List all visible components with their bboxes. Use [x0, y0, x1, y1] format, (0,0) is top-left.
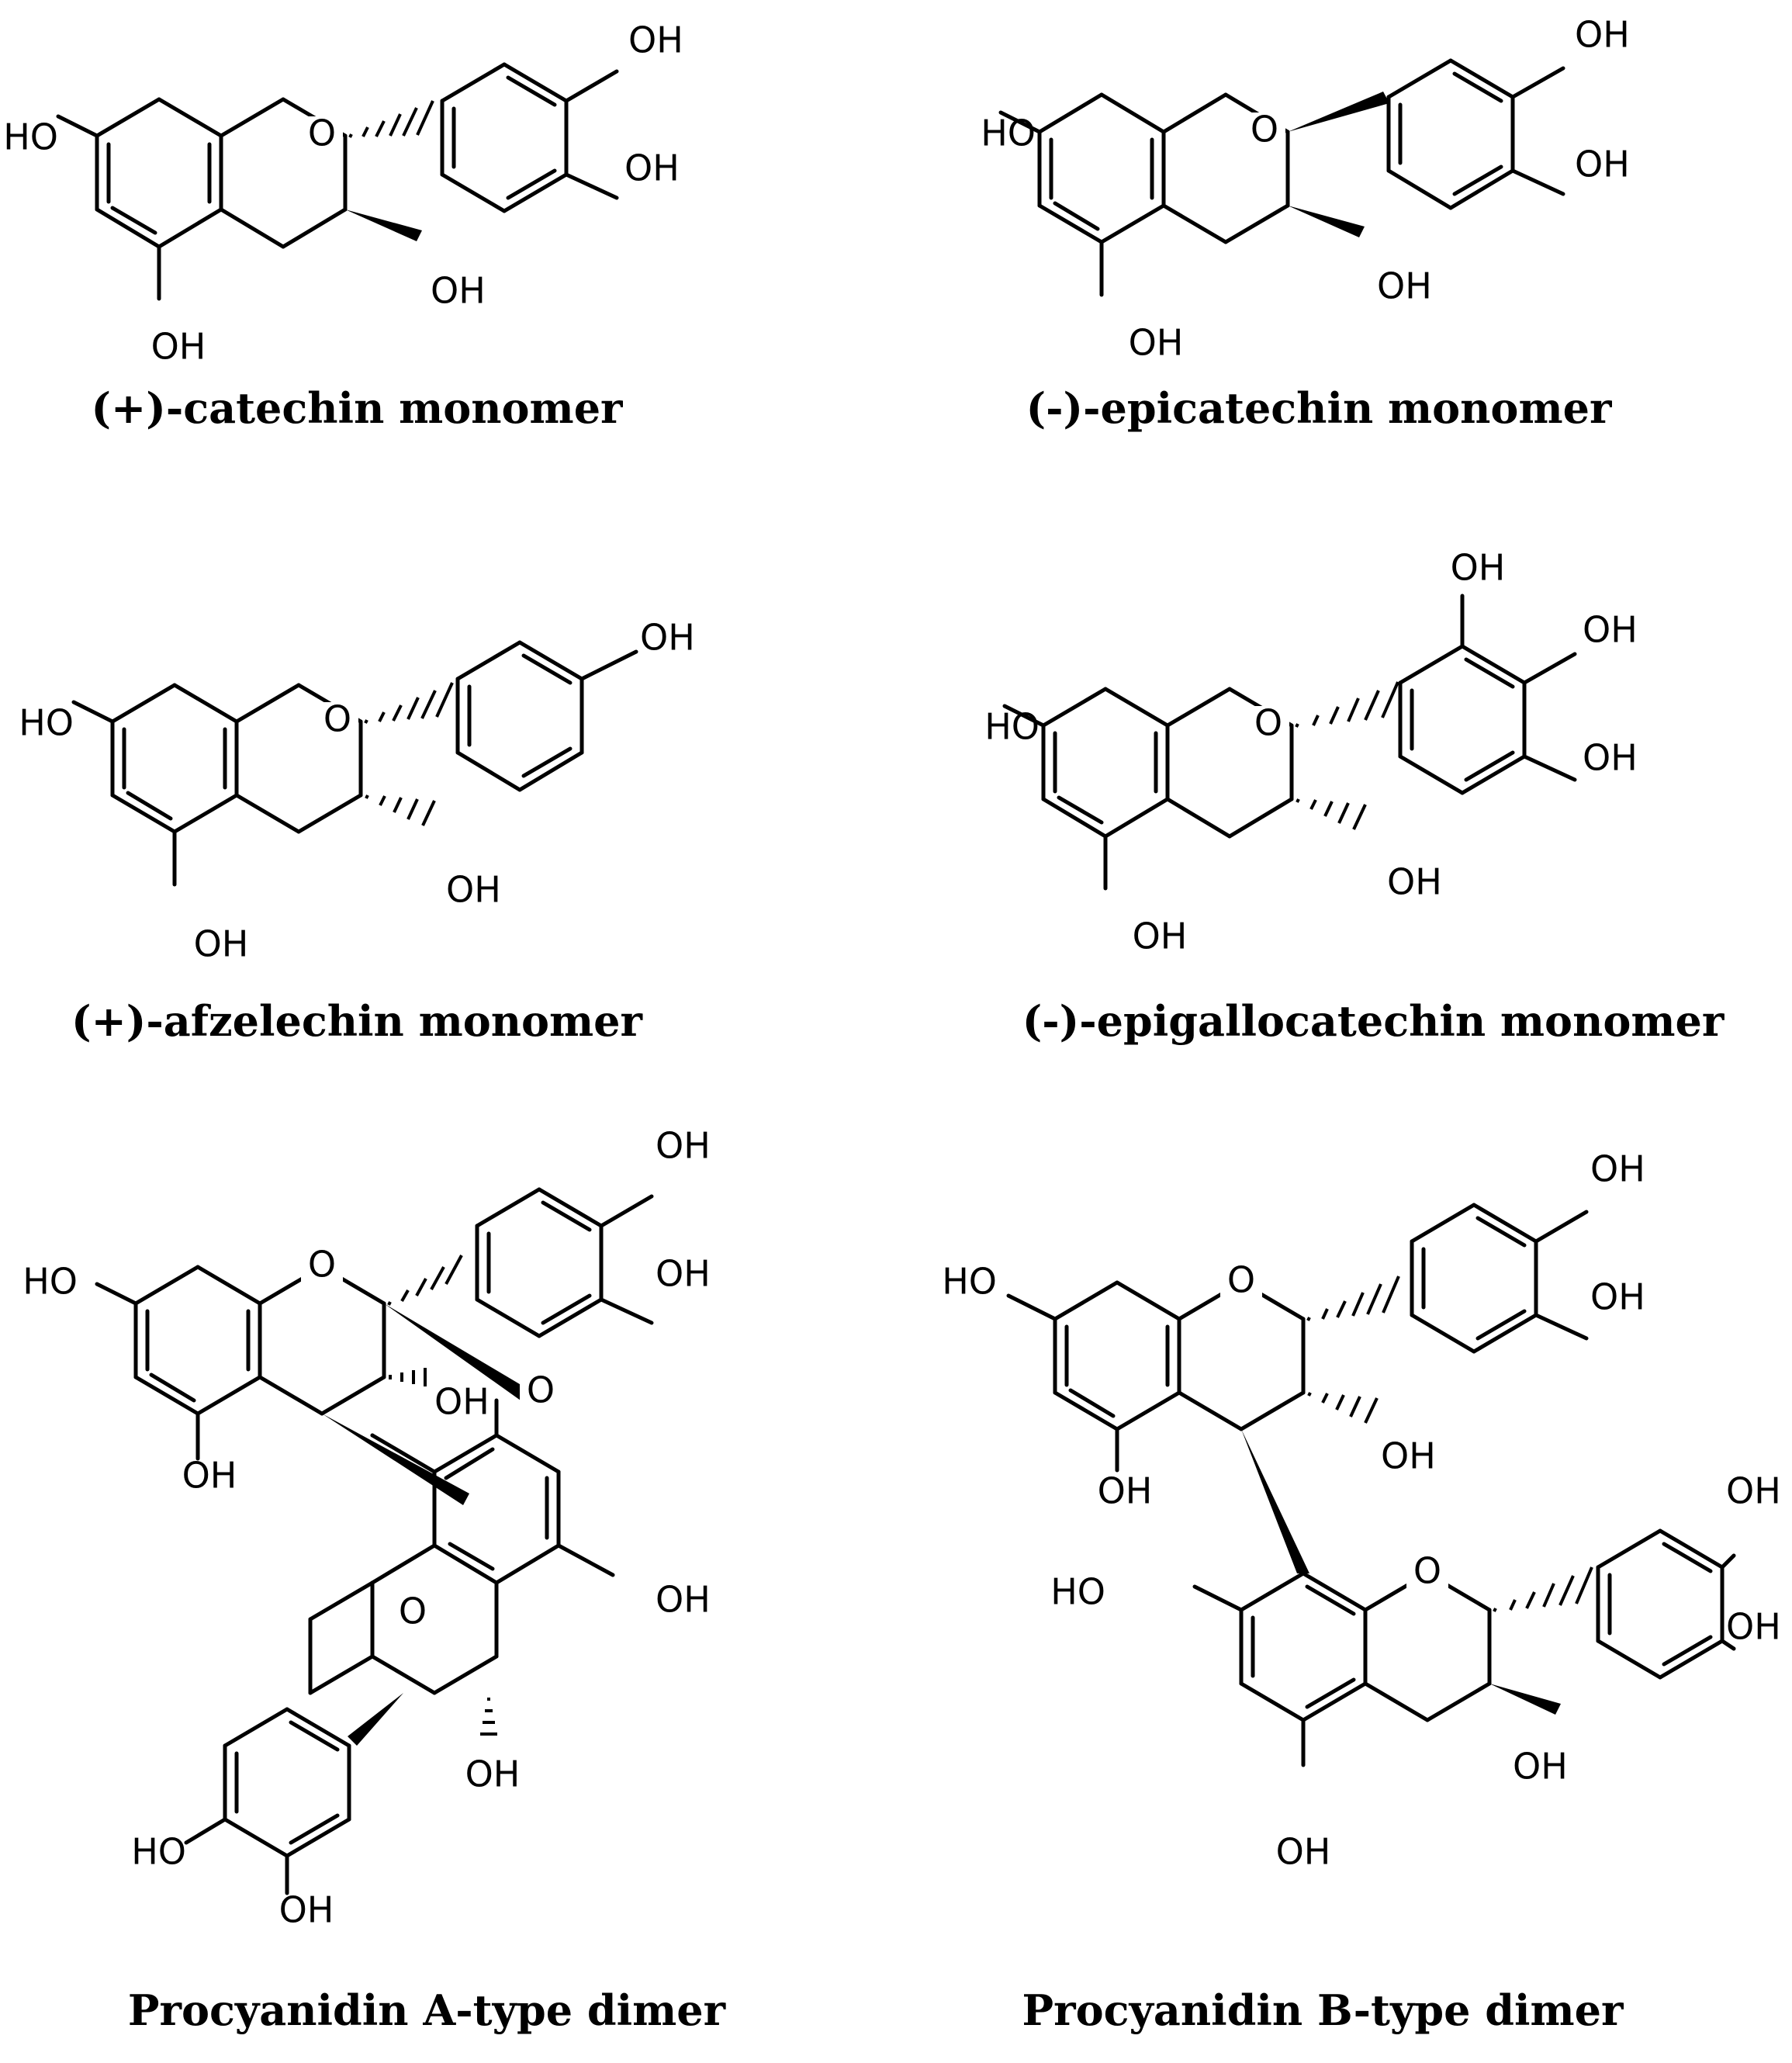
hydroxyl-label: OH [1377, 265, 1432, 307]
hydroxyl-label: OH [628, 19, 683, 61]
hydroxyl-label: OH [1451, 547, 1506, 589]
catechin-hashed-bond [348, 100, 434, 138]
hydroxyl-label: OH [1575, 144, 1630, 185]
hydroxyl-label: OH [446, 869, 501, 911]
ring-oxygen-label: O [399, 1591, 427, 1632]
hydroxyl-label: OH [1381, 1435, 1436, 1477]
epigallocatechin-structure: O HO OH OH OH OH OH (-)-epigallocatechin… [984, 547, 1725, 1047]
epigallocatechin-hashed-bond [1296, 798, 1367, 830]
afzelechin-atom-labels: O HO OH OH OH [19, 617, 695, 965]
hydroxyl-label: OH [1590, 1148, 1645, 1190]
hydroxyl-label: OH [1583, 737, 1638, 779]
catechin-wedge-bond [345, 209, 422, 241]
b-type-caption: Procyanidin B-type dimer [1022, 1985, 1624, 2035]
b-type-hashed-bond [1493, 1566, 1593, 1612]
hydroxyl-label: OH [640, 617, 695, 659]
a-type-caption: Procyanidin A-type dimer [128, 1985, 726, 2035]
ring-oxygen-label: O [1413, 1550, 1441, 1592]
afzelechin-structure: O HO OH OH OH (+)-afzelechin monomer [19, 617, 695, 1047]
bridge-oxygen-label: O [527, 1369, 555, 1411]
epicatechin-structure: O HO OH OH OH OH (-)-epicatechin monomer [981, 14, 1630, 434]
a-type-hashed-bond [480, 1698, 497, 1736]
hydroxyl-label: HO [131, 1831, 186, 1873]
catechin-structure: O HO OH OH OH OH (+)-catechin monomer [3, 19, 683, 434]
hydroxyl-label: HO [22, 1261, 78, 1303]
ring-oxygen-label: O [308, 112, 336, 154]
epigallocatechin-caption: (-)-epigallocatechin monomer [1022, 996, 1725, 1046]
hydroxyl-label: OH [656, 1579, 711, 1621]
b-type-hashed-bond [1307, 1392, 1379, 1424]
afzelechin-hashed-bond [365, 794, 436, 826]
b-type-wedge-bond [1489, 1684, 1561, 1715]
epicatechin-bonds [998, 58, 1565, 297]
epigallocatechin-atom-labels: O HO OH OH OH OH OH [984, 547, 1638, 957]
ring-oxygen-label: O [308, 1244, 336, 1286]
a-type-hashed-bond [387, 1255, 463, 1306]
hydroxyl-label: OH [1513, 1746, 1568, 1788]
hydroxyl-label: OH [1129, 322, 1184, 364]
a-type-atom-labels: O O O HO OH OH OH OH OH OH HO OH [22, 1125, 711, 1931]
hydroxyl-label: HO [984, 706, 1040, 748]
ring-oxygen-label: O [323, 698, 351, 740]
a-type-wedge-bond [384, 1303, 528, 1400]
afzelechin-bonds [71, 640, 638, 887]
catechin-atom-labels: O HO OH OH OH OH [3, 19, 683, 368]
a-type-wedge-bond [348, 1693, 403, 1746]
ring-oxygen-label: O [1254, 702, 1282, 744]
hydroxyl-label: OH [1276, 1831, 1331, 1873]
epigallocatechin-bonds [1002, 594, 1577, 891]
epicatechin-caption: (-)-epicatechin monomer [1026, 383, 1612, 433]
hydroxyl-label: OH [1387, 861, 1442, 903]
hydroxyl-label: HO [981, 112, 1036, 154]
catechin-bonds [56, 62, 619, 301]
hydroxyl-label: OH [182, 1455, 237, 1497]
epicatechin-wedge-bond [1288, 206, 1365, 237]
hydroxyl-label: OH [656, 1125, 711, 1167]
hydroxyl-label: OH [1583, 609, 1638, 651]
hydroxyl-label: OH [279, 1889, 334, 1931]
hydroxyl-label: OH [431, 270, 486, 312]
a-type-dimer-structure: O O O HO OH OH OH OH OH OH HO OH Procyan… [22, 1125, 725, 2036]
epigallocatechin-hashed-bond [1295, 681, 1399, 728]
afzelechin-hashed-bond [364, 682, 454, 724]
hydroxyl-label: OH [1726, 1606, 1781, 1648]
hydroxyl-label: HO [3, 116, 58, 158]
hydroxyl-label: HO [1050, 1571, 1105, 1613]
hydroxyl-label: OH [624, 147, 680, 189]
b-type-dimer-structure: O O HO OH OH OH OH HO OH OH OH OH Procya… [942, 1148, 1781, 2036]
hydroxyl-label: HO [19, 702, 74, 744]
hydroxyl-label: OH [194, 923, 249, 965]
afzelechin-caption: (+)-afzelechin monomer [71, 996, 643, 1046]
hydroxyl-label: OH [1726, 1470, 1781, 1512]
hydroxyl-label: OH [1590, 1276, 1645, 1318]
catechin-caption: (+)-catechin monomer [91, 383, 623, 433]
a-type-dimer-bonds [95, 1187, 654, 1895]
hydroxyl-label: OH [151, 326, 206, 368]
ring-oxygen-label: O [1251, 109, 1278, 151]
hydroxyl-label: OH [465, 1753, 521, 1795]
hydroxyl-label: OH [656, 1253, 711, 1295]
b-type-atom-labels: O O HO OH OH OH OH HO OH OH OH OH [942, 1148, 1781, 1873]
hydroxyl-label: OH [434, 1381, 490, 1423]
ring-oxygen-label: O [1227, 1259, 1255, 1301]
b-type-interflavan-wedge [1241, 1429, 1309, 1573]
a-type-wedge-bond [322, 1414, 469, 1505]
epicatechin-atom-labels: O HO OH OH OH OH [981, 14, 1630, 364]
hydroxyl-label: OH [1098, 1470, 1153, 1512]
hydroxyl-label: HO [942, 1261, 997, 1303]
hydroxyl-label: OH [1133, 916, 1188, 957]
a-type-hashed-bond [389, 1368, 427, 1386]
hydroxyl-label: OH [1575, 14, 1630, 56]
b-type-hashed-bond [1306, 1276, 1400, 1321]
epicatechin-wedge-bond [1288, 92, 1389, 132]
